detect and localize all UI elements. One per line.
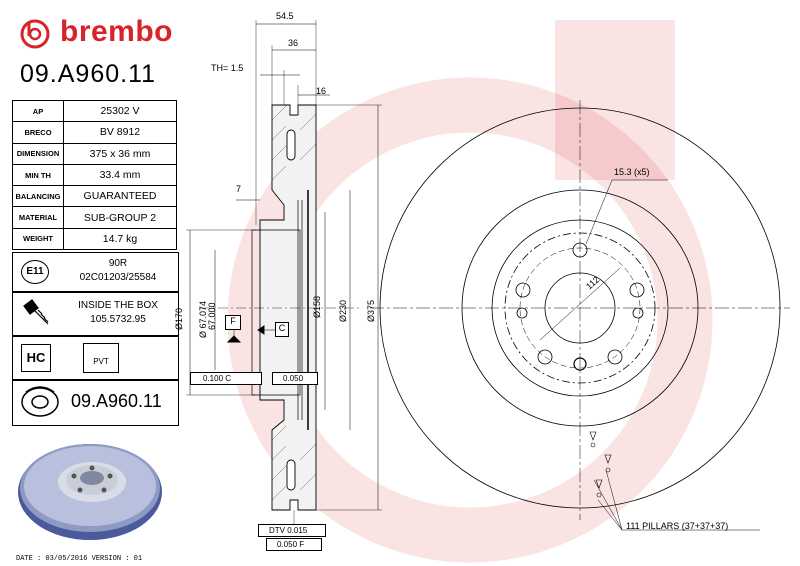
spec-value: 33.4 mm xyxy=(63,163,177,187)
footer-date-version: DATE : 03/05/2016 VERSION : 01 xyxy=(16,555,143,563)
dim-th: TH= 1.5 xyxy=(211,63,244,73)
brand-header: brembo xyxy=(16,15,176,55)
front-view xyxy=(370,100,790,531)
tolerance-flat-f: 0.050 F xyxy=(266,538,322,551)
bolt-hole xyxy=(515,282,531,298)
spec-key: DIMENSION xyxy=(12,142,64,165)
inside-box-label: INSIDE THE BOX xyxy=(78,300,158,311)
spec-value: 25302 V xyxy=(63,99,177,123)
inside-box-code: 105.5732.95 xyxy=(90,314,146,325)
tolerance-runout: 0.100 C xyxy=(190,372,262,385)
part-number-repeat: 09.A960.11 xyxy=(71,391,162,411)
tolerance-flatness: 0.050 xyxy=(272,372,318,385)
approval-section: E11 90R 02C01203/25584 xyxy=(12,252,179,292)
datum-c: C xyxy=(275,322,289,337)
part-number-box: 09.A960.11 xyxy=(12,380,179,426)
dim-d158: Ø158 xyxy=(312,295,322,318)
spec-value: GUARANTEED xyxy=(63,185,177,208)
approval-line2: 02C01203/25584 xyxy=(79,272,157,283)
inside-box-section: INSIDE THE BOX 105.5732.95 xyxy=(12,292,179,336)
dim-bolt-hole: 15.3 (x5) xyxy=(614,167,650,177)
datum-f: F xyxy=(225,315,241,330)
hc-badge: HC xyxy=(21,344,51,372)
pillars-label: 111 PILLARS (37+37+37) xyxy=(626,521,729,531)
small-hole xyxy=(632,307,644,319)
spec-value: SUB-GROUP 2 xyxy=(63,206,177,229)
brembo-watermark-icon xyxy=(227,77,713,563)
dim-d67b: 67.000 xyxy=(207,302,217,330)
dim-d230: Ø230 xyxy=(338,299,348,322)
bolt-hole xyxy=(607,349,623,365)
tolerance-dtv: DTV 0.015 xyxy=(258,524,326,537)
pvt-badge: PVT xyxy=(83,343,119,373)
disc-thumbnail-icon xyxy=(21,386,59,417)
spec-key: MATERIAL xyxy=(12,206,64,229)
spec-key: WEIGHT xyxy=(12,227,64,251)
dim-d375: Ø375 xyxy=(366,299,376,322)
spec-value: 375 x 36 mm xyxy=(63,142,177,165)
e11-badge: E11 xyxy=(21,260,49,284)
coating-section: HC PVT xyxy=(12,336,179,380)
spec-value: 14.7 kg xyxy=(63,227,177,251)
dim-overall-width: 54.5 xyxy=(276,11,294,21)
part-number-title: 09.A960.11 xyxy=(20,60,157,88)
watermark-stem-icon xyxy=(555,20,675,180)
bolt-hole xyxy=(629,282,645,298)
dim-7: 7 xyxy=(236,184,242,194)
spec-value: BV 8912 xyxy=(63,121,177,144)
dim-16: 16 xyxy=(316,86,327,96)
section-view xyxy=(186,20,382,528)
dim-thickness: 36 xyxy=(288,38,299,48)
spec-key: AP xyxy=(12,99,64,123)
bolt-hole xyxy=(537,349,553,365)
brembo-logo-icon xyxy=(20,19,50,49)
spec-key: BRECO xyxy=(12,121,64,144)
brand-name: brembo xyxy=(60,15,174,48)
spec-key: BALANCING xyxy=(12,185,64,208)
spec-key: MIN TH xyxy=(12,163,64,187)
dim-d170: Ø170 xyxy=(174,307,184,330)
approval-line1: 90R xyxy=(108,258,128,269)
disc-render-image xyxy=(18,444,162,540)
small-hole xyxy=(516,307,528,319)
screw-icon xyxy=(23,299,49,325)
